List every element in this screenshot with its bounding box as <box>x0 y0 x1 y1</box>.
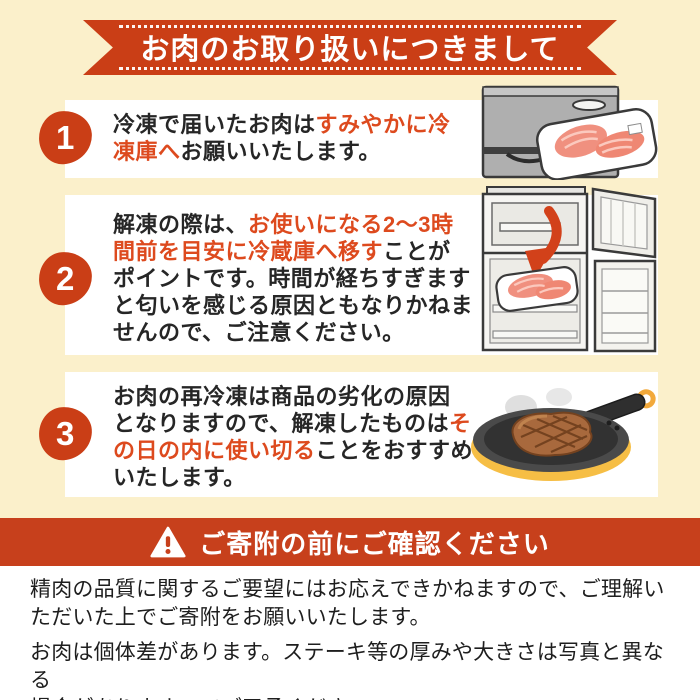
meat-tray <box>495 266 579 312</box>
step-1-text-highlight: すみやかに冷 凍庫へ <box>113 112 451 164</box>
title-ribbon: お肉のお取り扱いにつきまして <box>83 20 617 75</box>
step-1-text: 冷凍で届いたお肉はすみやかに冷 凍庫へお願いいたします。 <box>113 111 495 165</box>
step-2-text-after: ことが ポイントです。時間が経ちすぎます と匂いを感じる原因ともなりかねま せん… <box>113 239 474 345</box>
step-3-number-badge: 3 <box>37 405 94 462</box>
confirm-band: ご寄附の前にご確認ください <box>0 518 700 566</box>
step-1-text-before: 冷凍で届いたお肉は <box>113 112 316 137</box>
red-down-arrow <box>525 206 562 279</box>
ribbon-banner-shape <box>83 20 617 75</box>
step-3-text-highlight: そ の日の内に使い切る <box>113 411 472 463</box>
open-freezer-door <box>591 187 657 259</box>
step-3-text-before: お肉の再冷凍は商品の劣化の原因 となりますので、解凍したものは <box>113 384 451 436</box>
step-3-number: 3 <box>56 414 75 452</box>
open-fridge-illustration <box>481 186 657 353</box>
step-3-text: お肉の再冷凍は商品の劣化の原因 となりますので、解凍したものはそ の日の内に使い… <box>113 383 495 491</box>
open-fridge-door <box>593 259 657 353</box>
frying-pan-illustration <box>471 388 656 481</box>
step-2-text-highlight: お使いになる2〜3時 間前を目安に冷蔵庫へ移す <box>113 212 454 264</box>
step-2-number-badge: 2 <box>37 250 94 307</box>
step-2-number: 2 <box>56 259 75 297</box>
ribbon-dotted-border <box>119 25 581 70</box>
step-1-number-badge: 1 <box>37 109 94 166</box>
step-2-text-before: 解凍の際は、 <box>113 212 249 237</box>
note-size-variation: お肉は個体差があります。ステーキ等の厚みや大きさは写真と異なる 場合がありますの… <box>30 641 664 700</box>
fridge-door-handle <box>572 99 606 111</box>
step-1-number: 1 <box>56 118 75 156</box>
meat-tray <box>535 108 658 180</box>
note-quality: 精肉の品質に関するご要望にはお応えできかねますので、ご理解い ただいた上でご寄附… <box>30 578 665 629</box>
step-1-text-after: お願いいたします。 <box>180 139 381 164</box>
confirm-title: ご寄附の前にご確認ください <box>199 528 550 559</box>
step-3-text-after: ことをおすすめ いたします。 <box>113 438 474 490</box>
steak <box>511 411 593 457</box>
closed-fridge-illustration <box>481 85 658 180</box>
page-title: お肉のお取り扱いにつきまして <box>140 33 560 66</box>
notes-section: 精肉の品質に関するご要望にはお応えできかねますので、ご理解い ただいた上でご寄附… <box>0 566 700 700</box>
step-2-text: 解凍の際は、お使いになる2〜3時 間前を目安に冷蔵庫へ移すことが ポイントです。… <box>113 211 495 346</box>
warning-triangle-icon <box>150 526 186 557</box>
